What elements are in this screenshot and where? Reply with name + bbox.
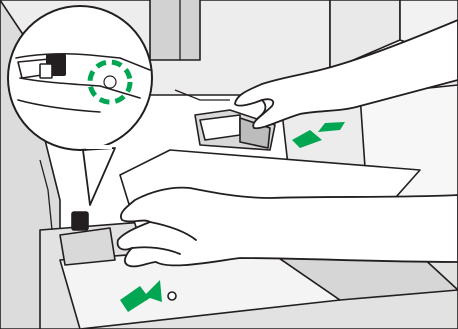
lower-hand: [118, 188, 458, 267]
